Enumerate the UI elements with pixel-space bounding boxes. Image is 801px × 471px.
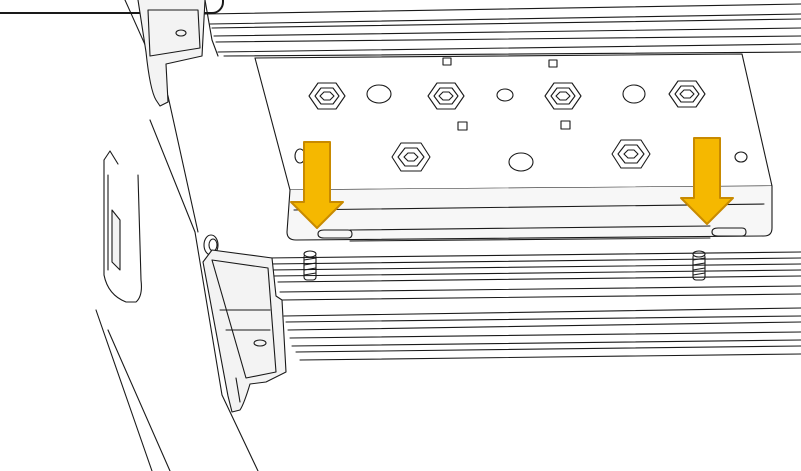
lower-bracket (202, 234, 287, 413)
hex-bosses (308, 80, 706, 172)
lower-rail (265, 251, 801, 361)
side-panel (95, 0, 259, 471)
mounting-plate (254, 53, 773, 242)
plate-holes (294, 57, 748, 172)
down-arrow-icon (290, 141, 344, 229)
down-arrow-icon (680, 137, 734, 225)
upper-rail (204, 3, 801, 57)
upper-bracket (137, 0, 219, 107)
